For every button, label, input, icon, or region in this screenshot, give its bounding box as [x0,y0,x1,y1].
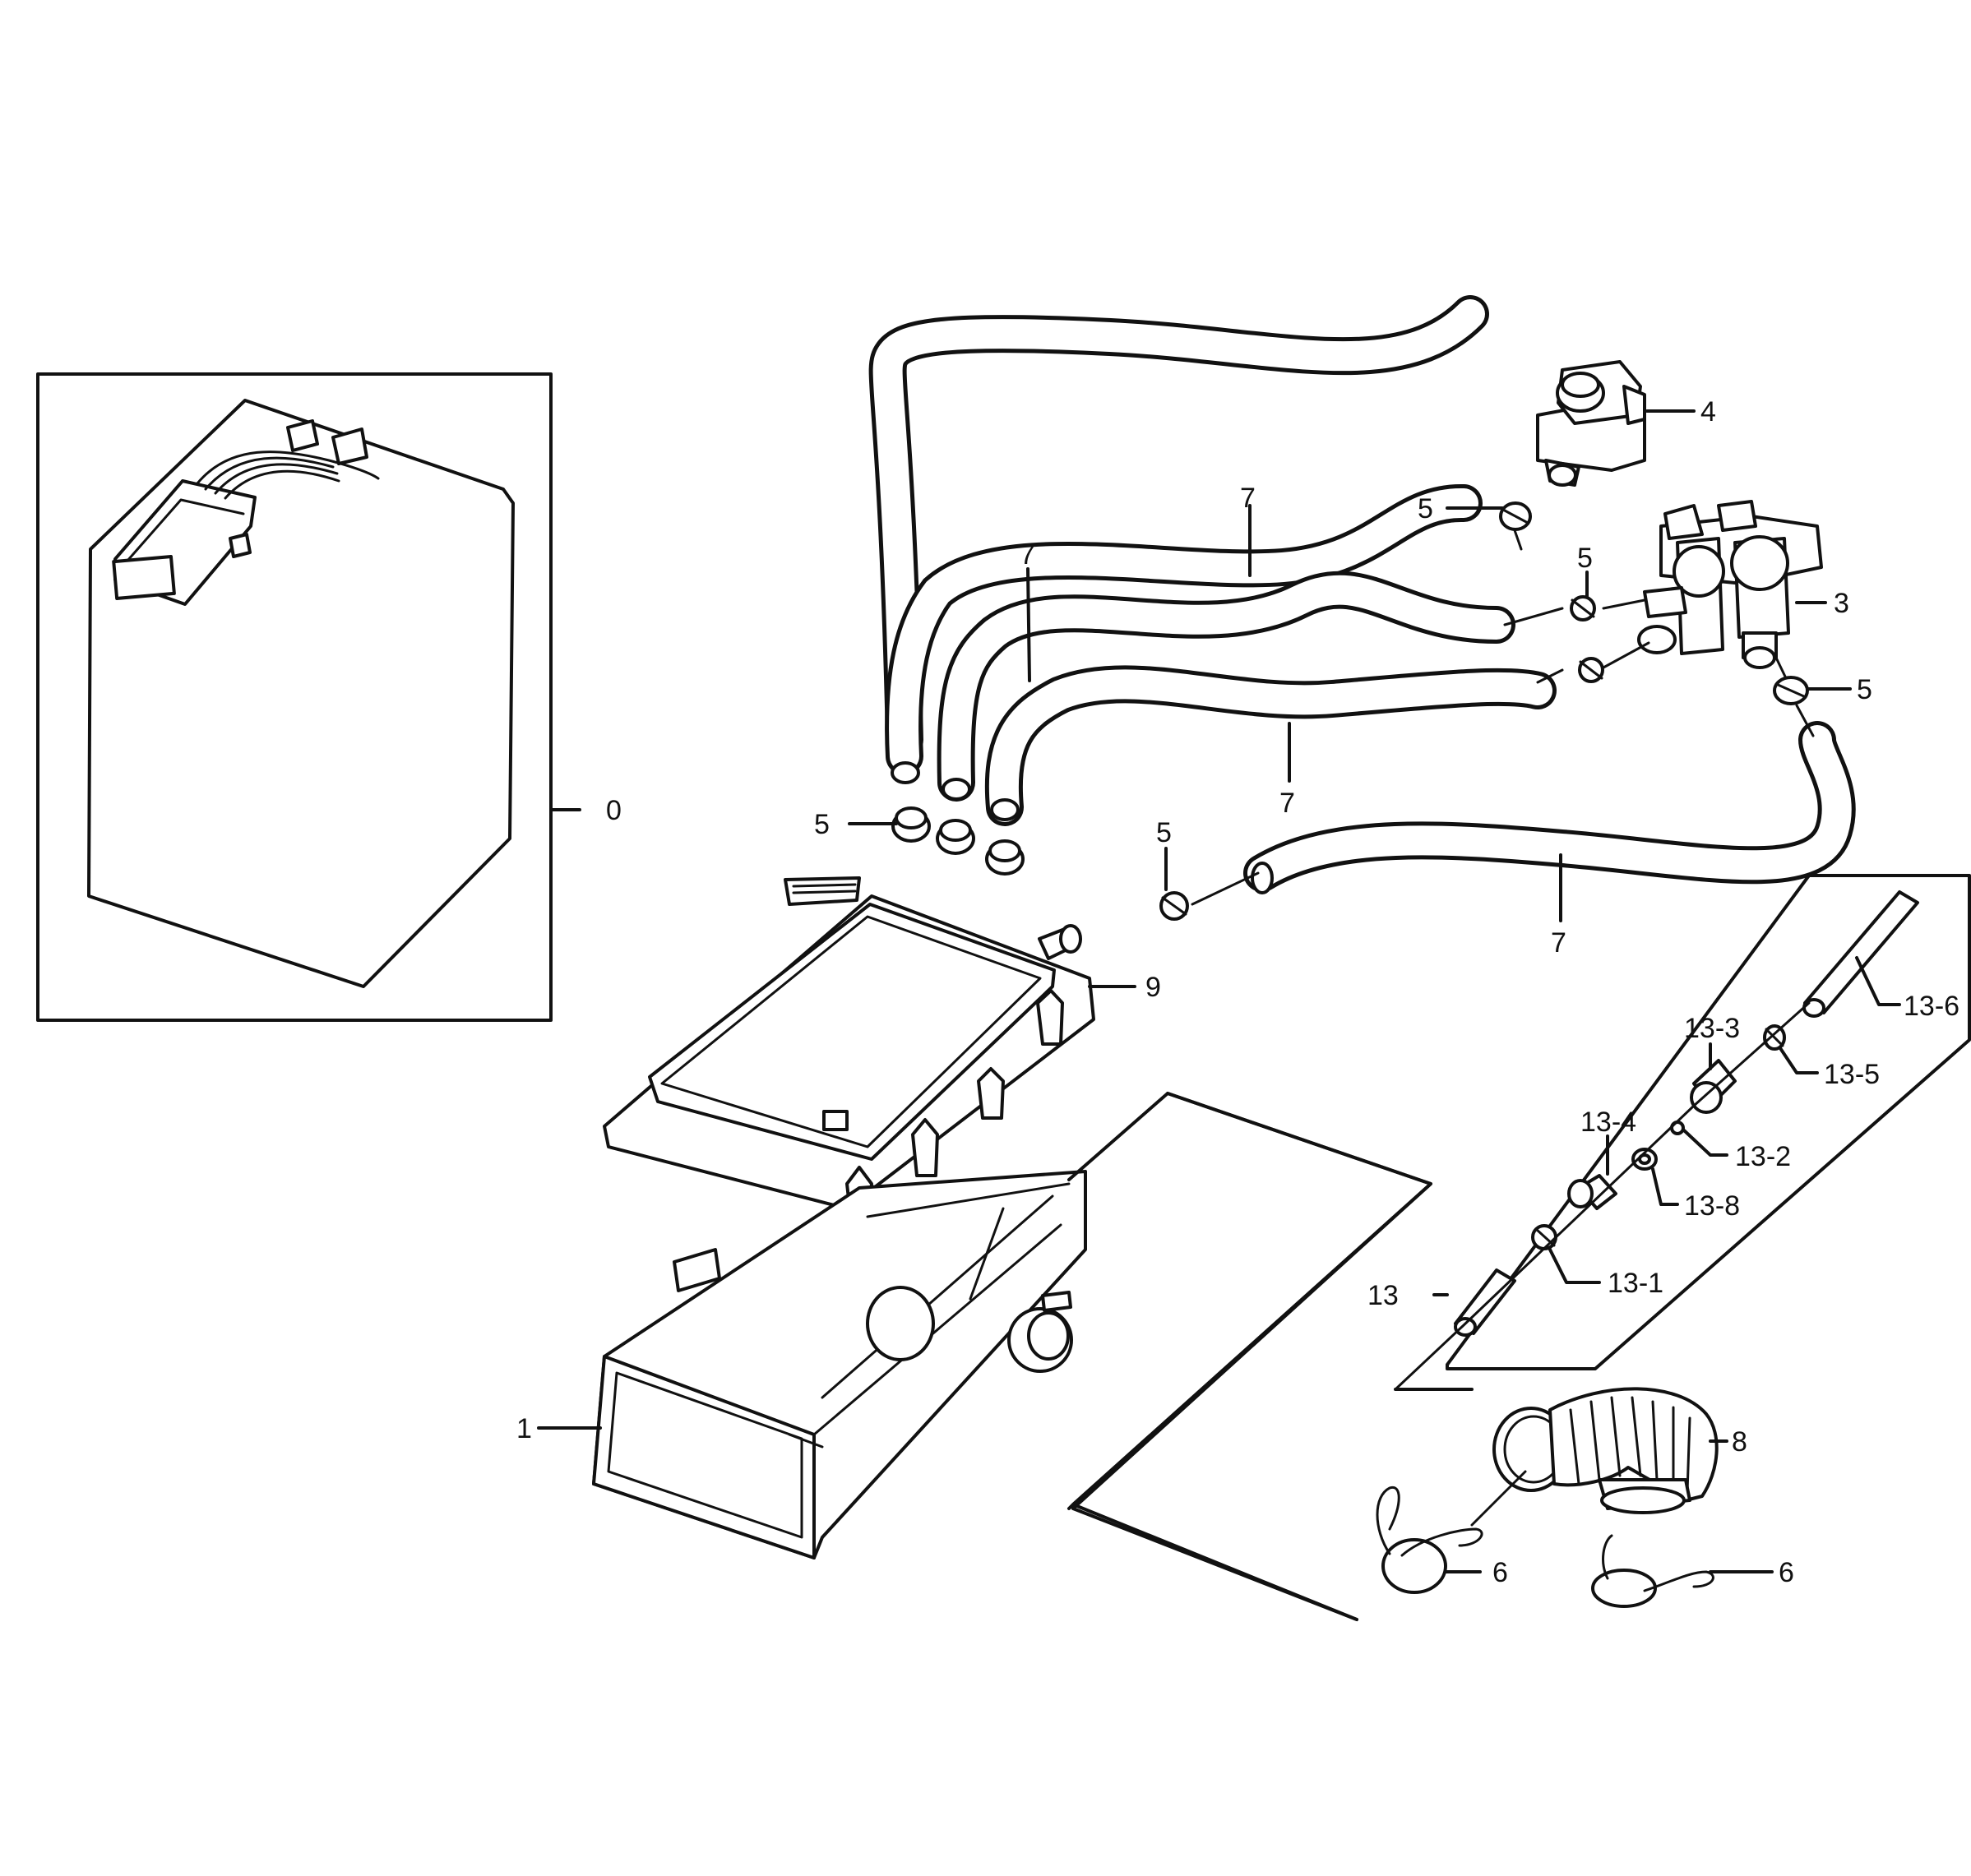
callout-5b: 5 [1577,543,1593,574]
callout-13-6: 13-6 [1904,991,1959,1022]
callout-line-7b [1026,567,1031,682]
callout-line-13-5 [1779,1047,1819,1074]
callout-line-13-2 [1682,1129,1728,1157]
clamp-connector-line [1536,668,1564,684]
callout-5d: 5 [814,809,830,840]
callout-4: 4 [1700,396,1716,427]
callout-13-8: 13-8 [1684,1190,1740,1222]
callout-5a: 5 [1418,493,1433,524]
callout-3: 3 [1834,588,1849,619]
callout-7d: 7 [1551,927,1566,959]
clamp-connector-line [1795,704,1815,737]
callout-1: 1 [516,1413,532,1444]
callout-5e: 5 [1156,817,1172,848]
callout-0: 0 [606,795,622,826]
callout-13-3: 13-3 [1684,1013,1740,1044]
callout-7a: 7 [1240,483,1256,514]
callout-7c: 7 [1279,788,1295,819]
dispenser-housing-1 [592,1170,1087,1559]
clamp-connector-line [1774,656,1788,680]
callout-8: 8 [1732,1426,1747,1458]
spring-clamp-6b [1591,1534,1714,1608]
spring-clamp-6a [1376,1486,1483,1594]
kit-13-box [1394,874,1971,1391]
callout-13-2: 13-2 [1735,1141,1791,1172]
clamp-connector-line [1602,598,1646,610]
callout-13: 13 [1367,1280,1399,1311]
callout-line-13-6 [1855,956,1901,1006]
callout-line-13-1 [1548,1248,1601,1284]
clamp-connector-line [1513,529,1523,551]
clamp-connector-line [1470,1470,1527,1527]
clamp-connector-line [1191,871,1260,906]
assembly-inset-box [36,372,553,1022]
hoses-7 [868,295,1856,894]
callout-line-13-8 [1651,1167,1679,1206]
callout-9: 9 [1145,972,1161,1003]
callout-13-5: 13-5 [1824,1059,1880,1090]
callout-13-1: 13-1 [1608,1268,1663,1299]
clamp-connector-line [1503,607,1564,626]
callout-6a: 6 [1492,1557,1508,1588]
callout-13-4: 13-4 [1580,1107,1636,1138]
callout-7b: 7 [1020,539,1035,571]
assembly-dispenser-drawing [112,419,380,606]
water-valve-4 [1536,360,1646,487]
bellows-hose-8 [1492,1387,1719,1514]
housing-leader-frame [1067,1092,1432,1621]
assembly-outline [87,399,515,988]
housing-leader-lines [1067,1092,1432,1621]
callout-5c: 5 [1857,674,1872,705]
hose-clamps-5 [891,501,1809,921]
water-valve-3 [1637,500,1823,669]
clamp-connector-line [1602,641,1650,669]
dispenser-cover-9 [603,876,1095,1222]
callout-6b: 6 [1779,1557,1794,1588]
